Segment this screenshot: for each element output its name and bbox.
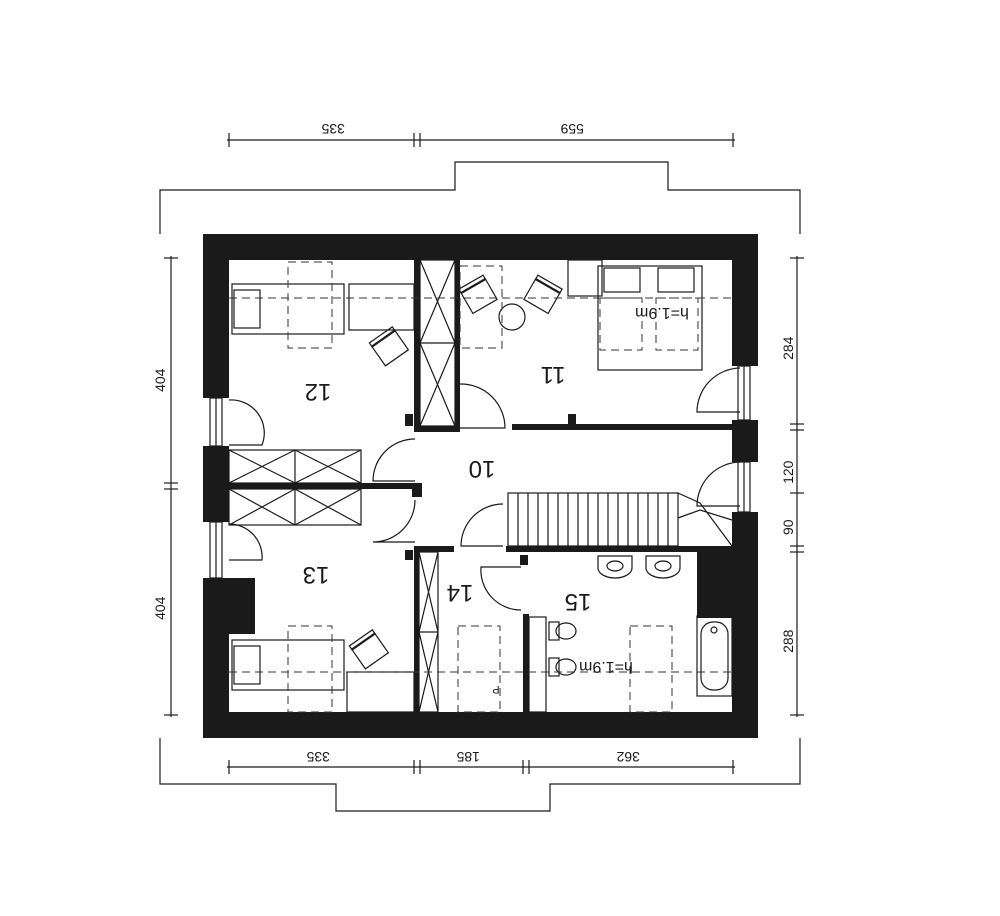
room-label: 15 <box>565 588 592 615</box>
room-height-label: h=1.9m <box>579 658 633 675</box>
dimension-label: 404 <box>152 368 168 392</box>
dimension-line-bottom <box>227 760 735 774</box>
dimension-line-right <box>790 256 804 717</box>
room-height-label: h=1.9m <box>635 304 689 321</box>
dimension-label: 185 <box>456 749 480 765</box>
bathroom-fixtures <box>457 555 733 713</box>
room-label: 14 <box>447 579 474 606</box>
exterior-walls <box>203 234 758 738</box>
windows <box>209 365 751 579</box>
chairs <box>348 265 563 670</box>
room-label: 11 <box>541 361 566 388</box>
room-label: 13 <box>303 561 330 588</box>
interior-walls <box>229 260 732 712</box>
room-label: 12 <box>305 378 332 405</box>
bed-room-12 <box>231 261 415 349</box>
room-label: 10 <box>469 455 496 482</box>
dimension-label: 120 <box>780 460 796 484</box>
dimension-label: 362 <box>616 749 640 765</box>
height-limit-lines <box>229 297 732 673</box>
dimension-label: 288 <box>780 629 796 653</box>
staircase <box>507 492 733 547</box>
dimension-label: 90 <box>780 519 796 535</box>
dimension-label: 284 <box>780 336 796 360</box>
roof-outline-top <box>159 161 801 234</box>
dimension-label: 335 <box>306 749 330 765</box>
dimension-label: 404 <box>152 596 168 620</box>
wardrobes <box>228 259 456 713</box>
dimension-line-left <box>164 256 178 717</box>
roof-outline-bottom <box>159 738 801 812</box>
small-mark: P <box>492 683 499 695</box>
bed-room-13 <box>231 625 415 713</box>
dimension-line-top <box>227 133 735 147</box>
dimension-label: 335 <box>321 121 345 137</box>
dimension-label: 559 <box>560 121 584 137</box>
bed-room-11 <box>567 259 703 371</box>
doors <box>228 367 741 611</box>
